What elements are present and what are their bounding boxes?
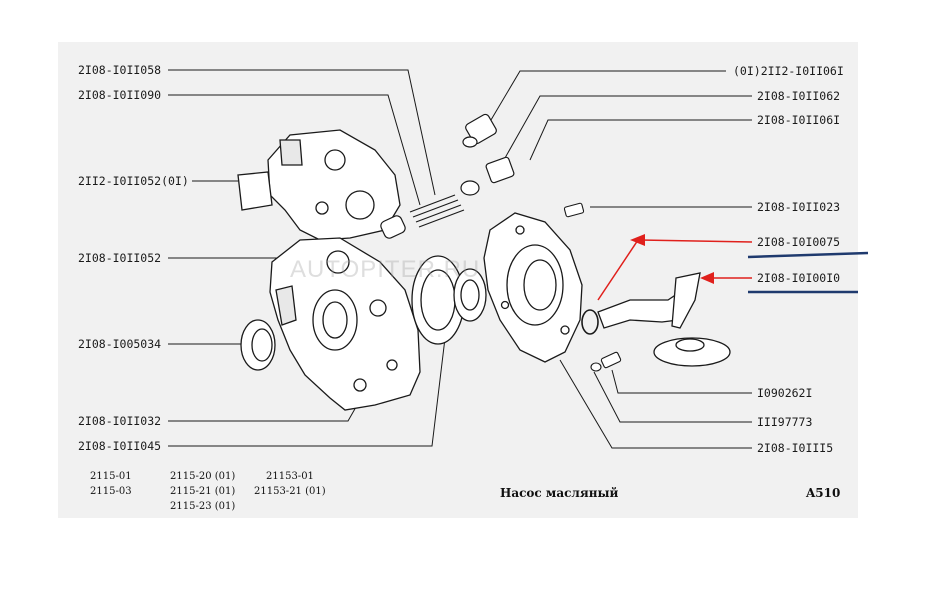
label-left-1: 2I08-I0II090: [78, 88, 162, 102]
relief-spring: [380, 194, 465, 239]
leader-r6: [559, 359, 752, 449]
label-right-0: (0I)2II2-I0II06I: [733, 64, 844, 78]
plugs: [460, 113, 515, 196]
footer-model-6: 21153-01: [266, 471, 314, 482]
leader-r5: [593, 371, 752, 423]
label-right-7: III97773: [757, 415, 813, 429]
label-left-3: 2I08-I0II052: [78, 251, 162, 265]
label-right-6: I090262I: [757, 386, 813, 400]
label-right-5: 2I08-I0I00I0: [757, 271, 841, 285]
leader-lines: [168, 69, 752, 449]
pump-gears: [411, 255, 487, 345]
label-right-3: 2I08-I0II023: [757, 200, 841, 214]
footer-model-1: 2115-01: [90, 471, 132, 482]
leader-r2: [529, 119, 752, 161]
footer-model-2: 2115-03: [90, 486, 132, 497]
leader-6: [168, 329, 447, 447]
pump-plate: [483, 212, 583, 363]
footer-model-5: 2115-23 (01): [170, 501, 236, 512]
leader-0: [168, 69, 436, 196]
pump-cover-part: [237, 129, 401, 241]
diagram-code: A510: [806, 486, 841, 500]
label-left-4: 2I08-I005034: [78, 337, 162, 351]
leader-r0: [487, 70, 726, 126]
leader-1: [168, 94, 421, 206]
label-left-2: 2II2-I0II052(0I): [78, 174, 189, 188]
diagram-title: Насос масляный: [500, 486, 619, 500]
o-ring: [581, 309, 599, 335]
label-left-6: 2I08-I0II045: [78, 439, 162, 453]
annotation-arrows: [597, 234, 753, 301]
oil-pickup: [597, 272, 731, 367]
label-right-1: 2I08-I0II062: [757, 89, 841, 103]
leader-5: [168, 399, 361, 422]
oil-seal: [240, 319, 276, 371]
footer-model-4: 2115-21 (01): [170, 486, 236, 497]
watermark: AUTOPITER.RU: [290, 256, 481, 283]
label-right-2: 2I08-I0II06I: [757, 113, 841, 127]
pump-housing: [269, 237, 421, 411]
leader-r4: [611, 369, 752, 394]
label-right-4: 2I08-I0I0075: [757, 235, 841, 249]
label-right-8: 2I08-I0III5: [757, 441, 834, 455]
footer-model-7: 21153-21 (01): [254, 486, 326, 497]
label-left-0: 2I08-I0II058: [78, 63, 162, 77]
leader-r1: [504, 95, 752, 159]
label-left-5: 2I08-I0II032: [78, 414, 162, 428]
annotation-arrow-1: [639, 239, 753, 243]
annotation-underlines: [747, 251, 869, 294]
footer-model-3: 2115-20 (01): [170, 471, 236, 482]
small-bolts: [563, 202, 622, 372]
